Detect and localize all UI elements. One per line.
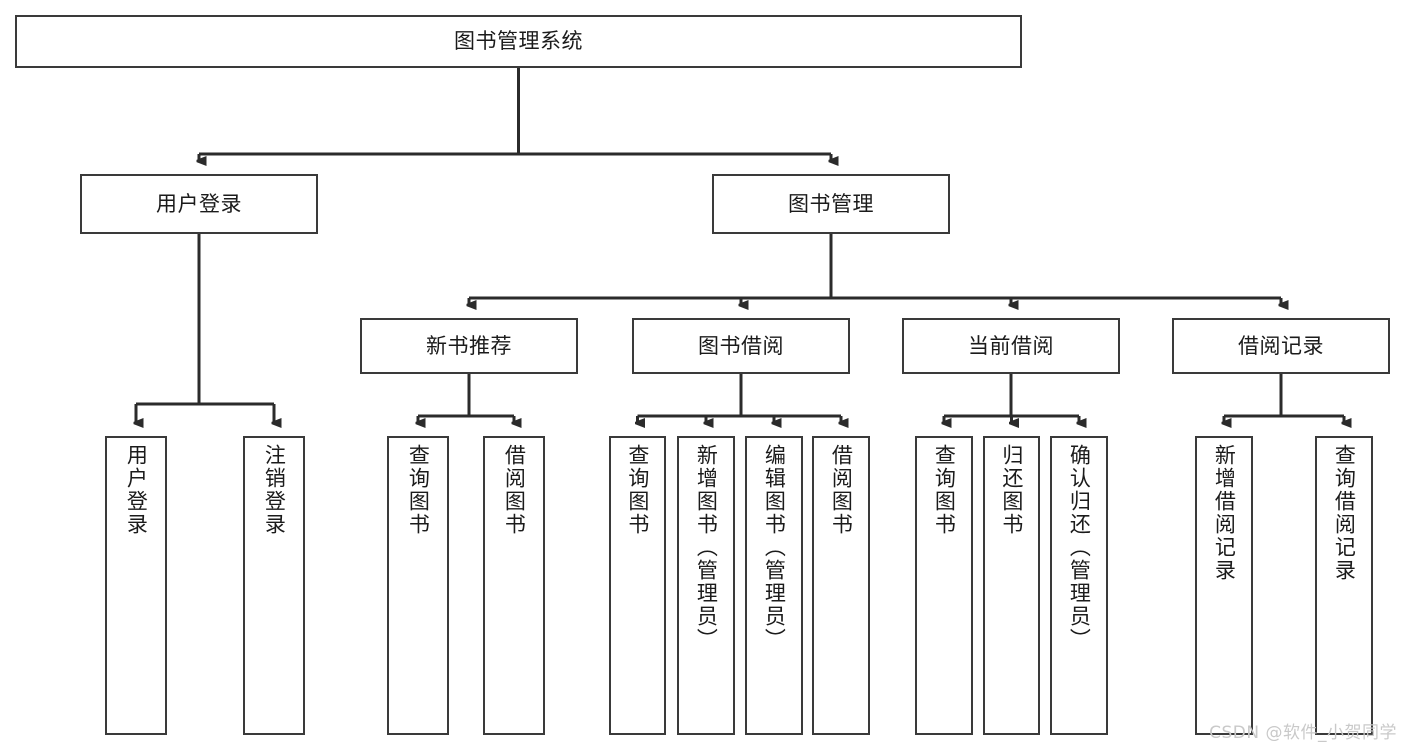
node-leaf-add-book[interactable]: 新增图书（管理员） [677, 436, 735, 735]
node-label-leaf-add-book: 新增图书（管理员） [694, 444, 719, 651]
node-leaf-query-record[interactable]: 查询借阅记录 [1315, 436, 1373, 735]
node-label-leaf-confirm-return: 确认归还（管理员） [1067, 444, 1092, 651]
node-current-borrow[interactable]: 当前借阅 [902, 318, 1120, 374]
node-label-leaf-query-record: 查询借阅记录 [1332, 444, 1357, 582]
node-user-login[interactable]: 用户登录 [80, 174, 318, 234]
node-root[interactable]: 图书管理系统 [15, 15, 1022, 68]
watermark-text: CSDN @软件_小贺同学 [1209, 723, 1397, 743]
node-leaf-return-book[interactable]: 归还图书 [983, 436, 1040, 735]
node-borrow-record[interactable]: 借阅记录 [1172, 318, 1390, 374]
node-label-leaf-borrow-book-1: 借阅图书 [502, 444, 527, 536]
node-label-current-borrow: 当前借阅 [968, 333, 1054, 358]
node-leaf-query-book-2[interactable]: 查询图书 [609, 436, 666, 735]
node-leaf-add-record[interactable]: 新增借阅记录 [1195, 436, 1253, 735]
node-leaf-logout[interactable]: 注销登录 [243, 436, 305, 735]
node-leaf-edit-book[interactable]: 编辑图书（管理员） [745, 436, 803, 735]
node-label-book-borrow: 图书借阅 [698, 333, 784, 358]
node-new-book-recommend[interactable]: 新书推荐 [360, 318, 578, 374]
node-label-leaf-user-login: 用户登录 [124, 444, 149, 536]
node-label-new-book-recommend: 新书推荐 [426, 333, 512, 358]
node-leaf-borrow-book-1[interactable]: 借阅图书 [483, 436, 545, 735]
node-label-leaf-add-record: 新增借阅记录 [1212, 444, 1237, 582]
node-label-leaf-query-book-1: 查询图书 [406, 444, 431, 536]
node-leaf-user-login[interactable]: 用户登录 [105, 436, 167, 735]
node-label-leaf-borrow-book-2: 借阅图书 [829, 444, 854, 536]
node-leaf-borrow-book-2[interactable]: 借阅图书 [812, 436, 870, 735]
node-book-borrow[interactable]: 图书借阅 [632, 318, 850, 374]
node-label-user-login: 用户登录 [156, 191, 242, 216]
node-label-leaf-query-book-2: 查询图书 [625, 444, 650, 536]
node-label-leaf-query-book-3: 查询图书 [932, 444, 957, 536]
node-label-leaf-edit-book: 编辑图书（管理员） [762, 444, 787, 651]
node-label-leaf-logout: 注销登录 [262, 444, 287, 536]
node-label-borrow-record: 借阅记录 [1238, 333, 1324, 358]
node-label-book-manage: 图书管理 [788, 191, 874, 216]
node-label-root: 图书管理系统 [454, 29, 583, 54]
node-leaf-query-book-3[interactable]: 查询图书 [915, 436, 973, 735]
node-label-leaf-return-book: 归还图书 [999, 444, 1024, 536]
node-leaf-query-book-1[interactable]: 查询图书 [387, 436, 449, 735]
node-leaf-confirm-return[interactable]: 确认归还（管理员） [1050, 436, 1108, 735]
node-book-manage[interactable]: 图书管理 [712, 174, 950, 234]
